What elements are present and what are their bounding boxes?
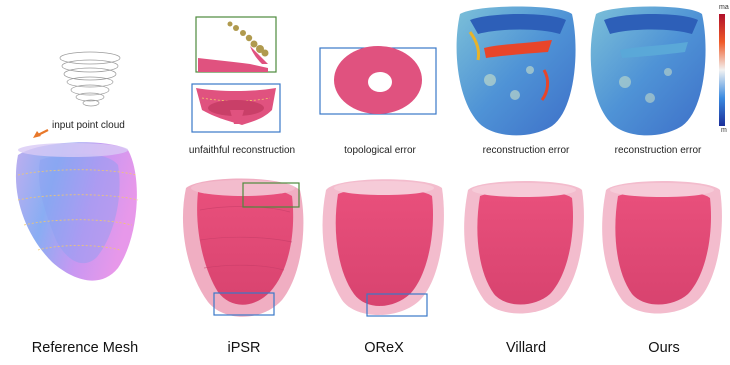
reference-mesh-heart — [16, 142, 138, 280]
orex-caption: topological error — [344, 145, 416, 156]
villard-heart — [464, 181, 584, 314]
method-label-villard: Villard — [506, 340, 546, 356]
input-arrow — [33, 130, 48, 138]
ipsr-caption: unfaithful reconstruction — [189, 145, 295, 156]
input-point-cloud-label: input point cloud — [52, 120, 125, 131]
ipsr-heart — [183, 179, 303, 317]
colorbar-min-label: m — [721, 127, 727, 134]
error-colorbar — [719, 14, 725, 126]
method-label-ours: Ours — [648, 340, 679, 356]
villard-error-heart — [457, 7, 576, 136]
ipsr-blue-inset — [192, 84, 280, 132]
ours-caption: reconstruction error — [615, 145, 702, 156]
method-label-reference: Reference Mesh — [32, 340, 138, 356]
ours-error-heart — [591, 7, 706, 136]
ours-heart — [602, 181, 722, 314]
villard-caption: reconstruction error — [483, 145, 570, 156]
method-label-orex: OReX — [364, 340, 404, 356]
input-point-cloud-spiral — [60, 52, 120, 106]
orex-heart — [323, 179, 444, 316]
colorbar-max-label: ma — [719, 4, 729, 11]
orex-topology-inset — [320, 46, 436, 114]
method-label-ipsr: iPSR — [227, 340, 260, 356]
ipsr-green-inset — [196, 17, 276, 72]
